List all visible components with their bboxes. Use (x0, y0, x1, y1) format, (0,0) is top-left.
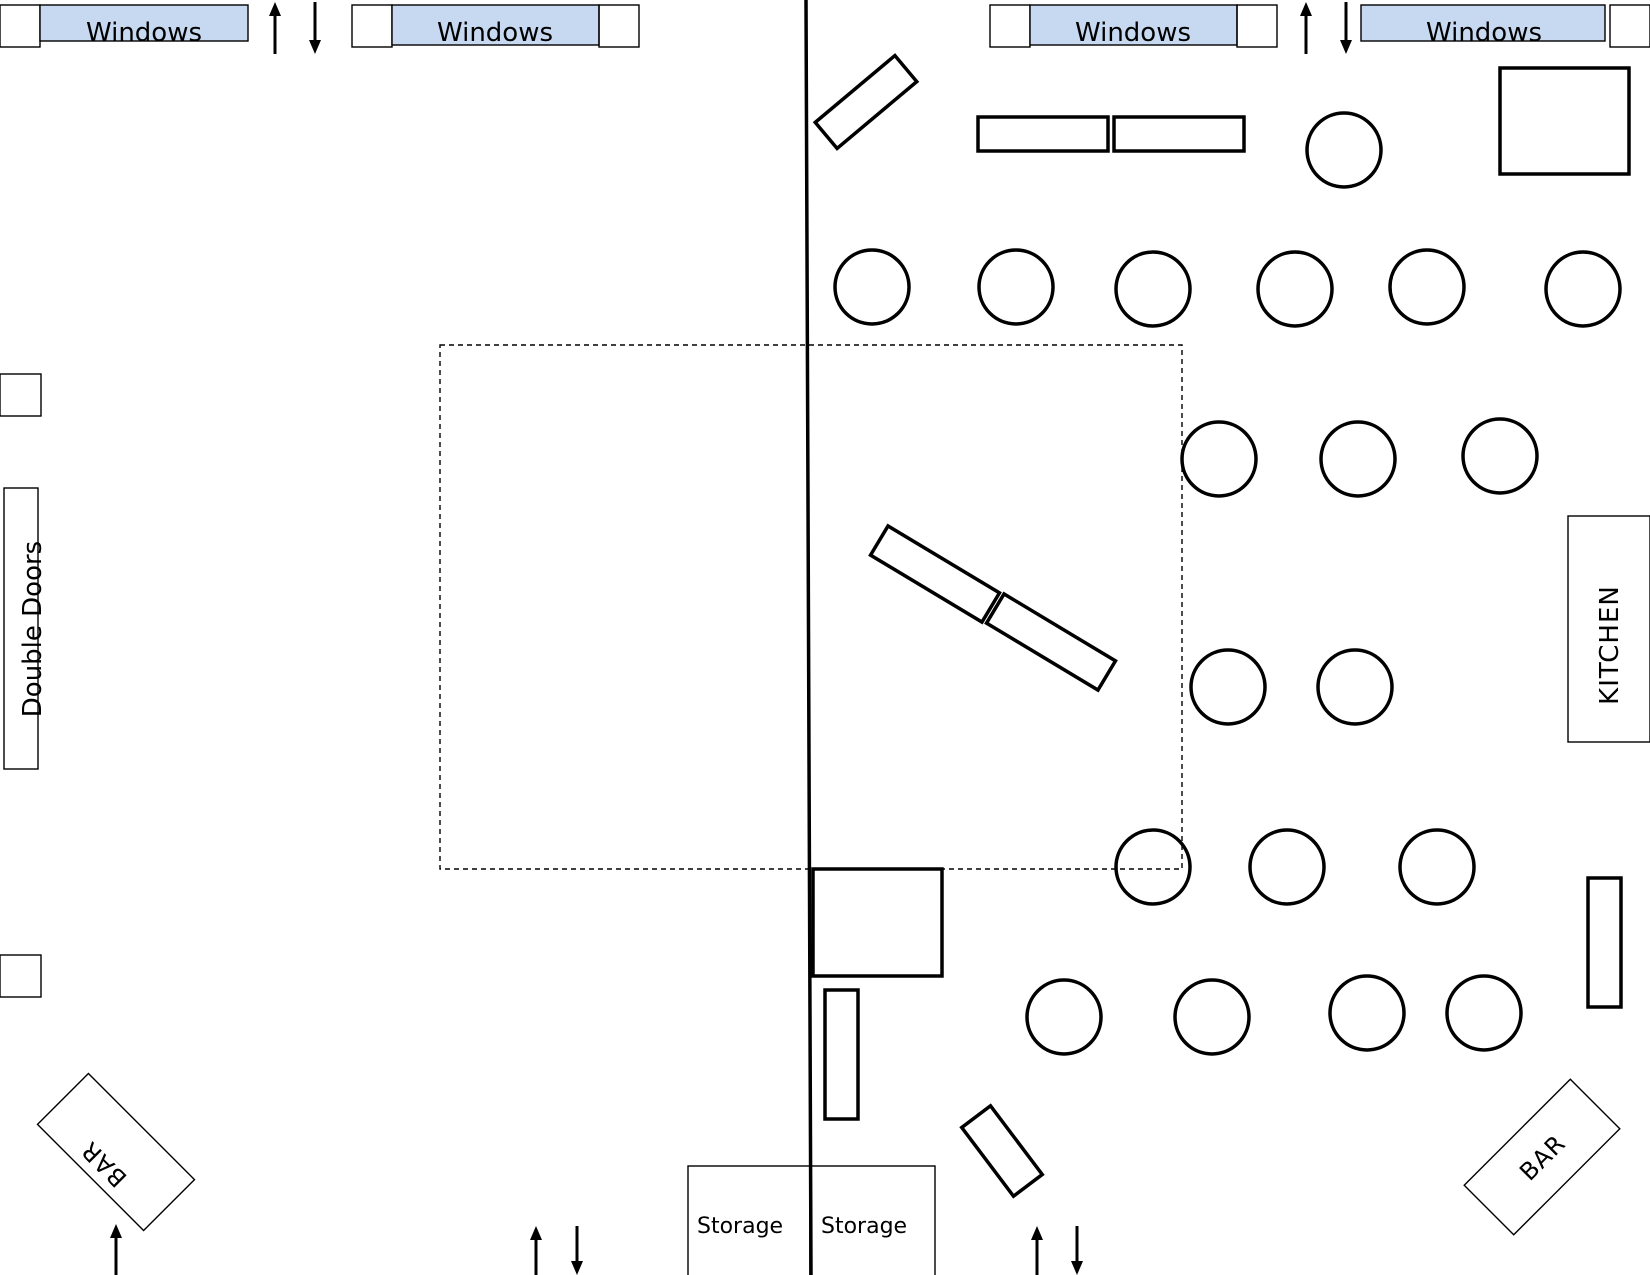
doorway-bottom-center (530, 1226, 583, 1275)
doorway-top-right (1300, 2, 1352, 54)
room-divider-line (804, 0, 813, 1275)
window-3: Windows (989, 4, 1278, 48)
dance-floor-area (439, 344, 1183, 870)
pillar-icon (351, 4, 393, 48)
window-1: Windows (0, 4, 249, 48)
kitchen-label: KITCHEN (1595, 585, 1625, 705)
round-table-icon (977, 248, 1055, 326)
round-table-icon (1305, 111, 1383, 189)
round-table-icon (1173, 978, 1251, 1056)
round-table-icon (1025, 978, 1103, 1056)
round-table-icon (1316, 648, 1394, 726)
double-doors: Double Doors (3, 487, 48, 770)
window-4: Windows (1360, 4, 1650, 48)
pillar-icon (0, 4, 41, 48)
round-table-icon (1114, 828, 1192, 906)
square-table-icon (811, 867, 944, 978)
round-table-icon (1388, 248, 1466, 326)
round-table-icon (1461, 417, 1539, 495)
storage-right: Storage (809, 1165, 936, 1275)
doorway-top-left (269, 2, 321, 54)
round-table-icon (1180, 420, 1258, 498)
round-table-icon (1328, 974, 1406, 1052)
window-2: Windows (351, 4, 640, 48)
kitchen: KITCHEN (1567, 515, 1650, 743)
arrow-up-icon (110, 1224, 122, 1275)
pillar-icon (0, 373, 42, 417)
round-table-icon (1398, 828, 1476, 906)
round-table-icon (1248, 828, 1326, 906)
bar-left: BAR (36, 1072, 196, 1232)
arrow-up-icon (1300, 2, 1312, 54)
rect-table-icon (984, 591, 1118, 693)
rect-table-icon (976, 115, 1110, 153)
round-table-icon (1189, 648, 1267, 726)
storage-left: Storage (687, 1165, 811, 1275)
arrow-down-icon (1071, 1226, 1083, 1275)
rect-table-icon (1586, 876, 1623, 1009)
window-label: Windows (437, 18, 553, 48)
arrow-down-icon (571, 1226, 583, 1275)
storage-frame (809, 1165, 936, 1275)
window-label: Windows (1075, 18, 1191, 48)
doorway-bottom-right (1031, 1226, 1083, 1275)
round-table-icon (833, 248, 911, 326)
arrow-up-icon (530, 1226, 542, 1275)
bar-label: BAR (1514, 1129, 1571, 1186)
arrow-down-icon (1340, 2, 1352, 54)
bar-counter (36, 1072, 196, 1232)
double-doors-frame (3, 487, 39, 770)
rect-table-icon (823, 988, 860, 1121)
rect-table-icon (1112, 115, 1246, 153)
window-pane (1360, 4, 1606, 42)
round-table-icon (1445, 974, 1523, 1052)
round-table-icon (1114, 250, 1192, 328)
window-label: Windows (1426, 18, 1542, 48)
bar-label: BAR (75, 1136, 132, 1193)
round-table-icon (1544, 250, 1622, 328)
storage-label: Storage (697, 1214, 783, 1239)
round-table-icon (1319, 420, 1397, 498)
round-table-icon (1256, 250, 1334, 328)
double-doors-label: Double Doors (18, 541, 48, 717)
arrow-down-icon (309, 2, 321, 54)
window-pane (1029, 4, 1238, 46)
rect-table-icon (812, 53, 920, 151)
window-pane (391, 4, 600, 46)
pillar-icon (989, 4, 1031, 48)
kitchen-frame (1567, 515, 1650, 743)
window-label: Windows (86, 18, 202, 48)
bar-right: BAR (1463, 1078, 1621, 1236)
bar-counter (1463, 1078, 1621, 1236)
pillar-icon (598, 4, 640, 48)
square-table-icon (1498, 66, 1631, 176)
pillar-icon (1236, 4, 1278, 48)
pillar-icon (1609, 4, 1650, 48)
window-pane (39, 4, 249, 42)
storage-label: Storage (821, 1214, 907, 1239)
arrow-up-icon (269, 2, 281, 54)
arrow-up-icon (1031, 1226, 1043, 1275)
rect-table-icon (868, 523, 1002, 625)
pillar-icon (0, 954, 42, 998)
rect-table-icon (959, 1103, 1045, 1199)
